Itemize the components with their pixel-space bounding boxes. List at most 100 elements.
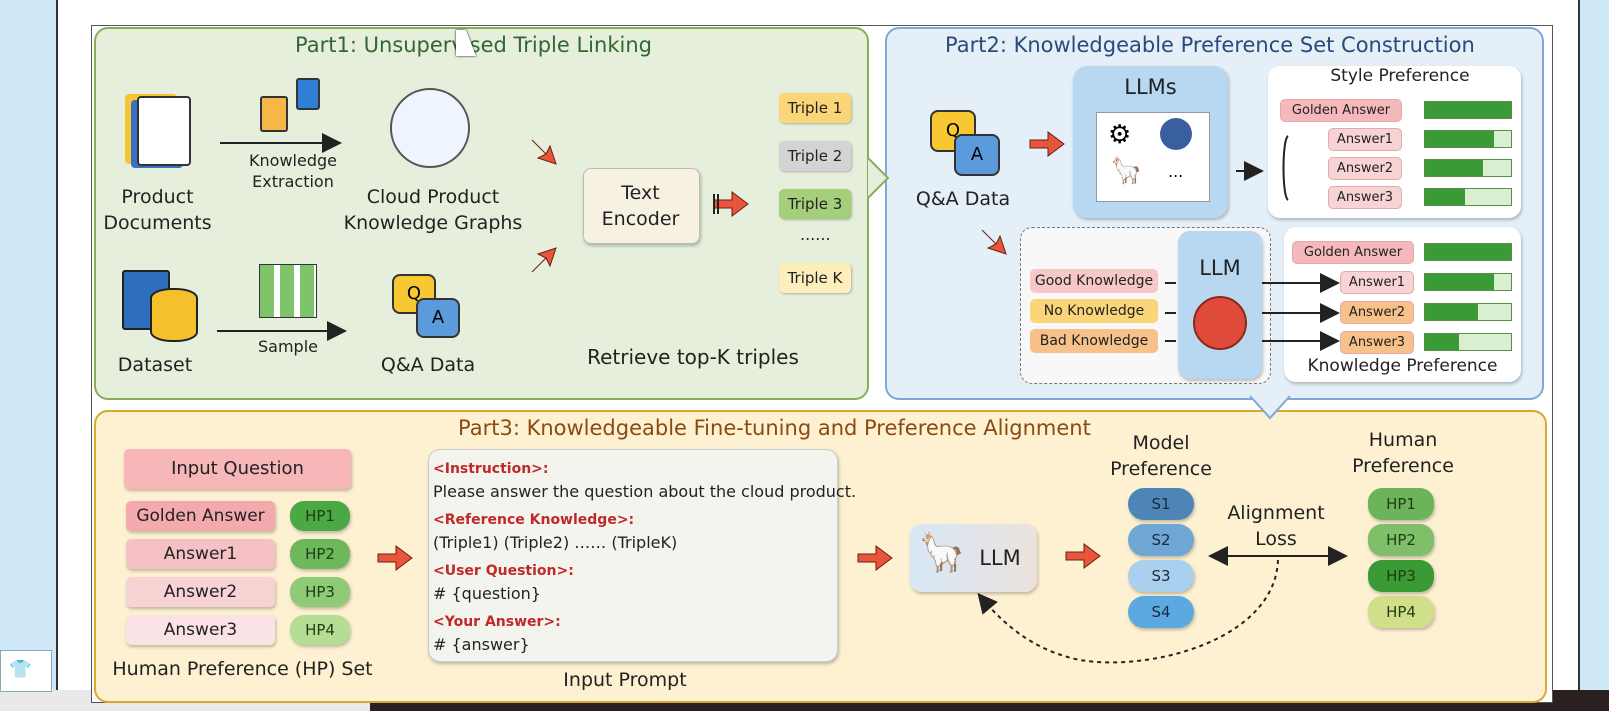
- extraction-doc-icon: [260, 96, 288, 132]
- human-preference-label: Human Preference: [1352, 429, 1454, 477]
- retrieve-label: Retrieve top-K triples: [587, 345, 799, 369]
- style-preference-title: Style Preference: [1330, 66, 1470, 86]
- model-preference-label: Model Preference: [1110, 432, 1212, 480]
- knowledge-row-label-1: Answer1: [1340, 271, 1414, 294]
- prompt-user-heading: <User Question>:: [433, 563, 574, 579]
- bad-knowledge-pill: Bad Knowledge: [1030, 329, 1158, 353]
- triple-3: Triple 3: [779, 189, 851, 219]
- part1-panel: [94, 27, 869, 400]
- qa-bubble-a-icon: A: [416, 298, 460, 338]
- style-row-label-1: Answer1: [1328, 128, 1402, 151]
- triple-k: Triple K: [779, 263, 851, 293]
- extraction-doc-blue-icon: [296, 78, 320, 110]
- red-arrow-kg-encoder: [531, 139, 557, 165]
- style-bar-fill-0: [1425, 102, 1511, 118]
- s1-oval: S1: [1128, 488, 1194, 520]
- dataset-label: Dataset: [117, 354, 193, 376]
- right-blue-margin: [1578, 0, 1609, 711]
- openai-logo-icon: ⚙: [1108, 120, 1132, 150]
- input-prompt-label: Input Prompt: [563, 669, 687, 691]
- answer2-box: Answer2: [126, 577, 275, 607]
- cloud-kg-label: Cloud Product Knowledge Graphs: [343, 186, 523, 234]
- knowledge-bar-fill-1: [1425, 274, 1494, 290]
- llm-box-part3: [910, 524, 1037, 592]
- red-arrow-qa-knowledge: [981, 229, 1007, 255]
- s4-oval: S4: [1128, 596, 1194, 628]
- style-brace: [1282, 135, 1289, 201]
- prompt-reference-text: (Triple1) (Triple2) …… (TripleK): [433, 533, 678, 552]
- input-question-box: Input Question: [124, 449, 351, 489]
- style-bar-1: [1424, 130, 1512, 148]
- prompt-instruction-text: Please answer the question about the clo…: [433, 482, 857, 501]
- prompt-answer-heading: <Your Answer>:: [433, 614, 561, 630]
- knowledge-bar-fill-3: [1425, 334, 1459, 350]
- text-encoder-label: Text Encoder: [601, 182, 680, 230]
- knowledge-bar-1: [1424, 273, 1512, 291]
- style-row-label-0: Golden Answer: [1280, 99, 1402, 122]
- alignment-loss-label: Alignment Loss: [1227, 502, 1325, 550]
- knowledge-row-label-2: Answer2: [1340, 301, 1414, 324]
- panel2-chevron: [1249, 395, 1291, 420]
- sample-grid-icon: [259, 264, 317, 318]
- sample-label: Sample: [258, 337, 318, 356]
- answer1-box: Answer1: [126, 539, 275, 569]
- triple-ellipsis: ......: [800, 225, 831, 244]
- style-bar-fill-3: [1425, 189, 1465, 205]
- qa-data-label-part1: Q&A Data: [380, 354, 476, 376]
- red-arrow-prompt-llm: [857, 545, 893, 571]
- hp3-tag: HP3: [290, 577, 350, 607]
- database-icon: [150, 288, 198, 342]
- llama-icon: 🦙: [918, 530, 966, 574]
- s2-oval: S2: [1128, 524, 1194, 556]
- llm-logos-panel: [1096, 112, 1210, 202]
- style-bar-2: [1424, 159, 1512, 177]
- prompt-reference-heading: <Reference Knowledge>:: [433, 512, 635, 528]
- knowledge-bar-0: [1424, 243, 1512, 261]
- human-hp4: HP4: [1368, 596, 1434, 628]
- hp1-tag: HP1: [290, 501, 350, 531]
- human-hp2: HP2: [1368, 524, 1434, 556]
- human-hp3: HP3: [1368, 560, 1434, 592]
- input-prompt-box: [428, 449, 838, 662]
- left-border-line: [56, 0, 58, 690]
- red-arrow-llm-model: [1065, 543, 1101, 569]
- human-hp1: HP1: [1368, 488, 1434, 520]
- qa-data-label-part2: Q&A Data: [915, 188, 1011, 210]
- knowledge-row-label-3: Answer3: [1340, 331, 1414, 354]
- llms-more: ...: [1168, 162, 1184, 181]
- llm-llama-avatar-icon: [1193, 296, 1247, 350]
- style-bar-0: [1424, 101, 1512, 119]
- shirt-icon[interactable]: 👕: [9, 659, 32, 680]
- hp2-tag: HP2: [290, 539, 350, 569]
- knowledge-bar-fill-2: [1425, 304, 1478, 320]
- mouse-cursor-icon: [456, 30, 476, 56]
- triple-2: Triple 2: [779, 141, 851, 171]
- part3-title: Part3: Knowledgeable Fine-tuning and Pre…: [458, 416, 1091, 440]
- golden-answer-box: Golden Answer: [126, 501, 275, 531]
- red-arrow-hp-prompt: [377, 545, 413, 571]
- llm-label-part2: LLM: [1199, 256, 1241, 280]
- toolbar-widget[interactable]: 👕: [0, 650, 52, 692]
- knowledge-preference-title: Knowledge Preference: [1307, 356, 1498, 376]
- answer3-box: Answer3: [126, 615, 275, 645]
- knowledge-extraction-label: Knowledge Extraction: [249, 151, 337, 191]
- qa-bubble-a-icon-part2: A: [954, 134, 1000, 176]
- red-arrow-qa-llms: [1029, 131, 1065, 157]
- style-bar-3: [1424, 188, 1512, 206]
- knowledge-bar-fill-0: [1425, 244, 1511, 260]
- good-knowledge-pill: Good Knowledge: [1030, 269, 1158, 293]
- knowledge-row-label-0: Golden Answer: [1292, 241, 1414, 264]
- feedback-dashed-arrow: [977, 559, 1279, 664]
- style-bar-fill-2: [1425, 160, 1483, 176]
- prompt-instruction-heading: <Instruction>:: [433, 461, 549, 477]
- prompt-answer-text: # {answer}: [433, 635, 530, 654]
- knowledge-bar-3: [1424, 333, 1512, 351]
- document-icon-front: [137, 96, 191, 166]
- part2-title: Part2: Knowledgeable Preference Set Cons…: [945, 33, 1475, 57]
- triple-1: Triple 1: [779, 93, 851, 123]
- prompt-user-text: # {question}: [433, 584, 541, 603]
- style-bar-fill-1: [1425, 131, 1494, 147]
- product-documents-label: Product Documents: [103, 186, 212, 234]
- red-arrow-encoder-triples: [713, 191, 749, 217]
